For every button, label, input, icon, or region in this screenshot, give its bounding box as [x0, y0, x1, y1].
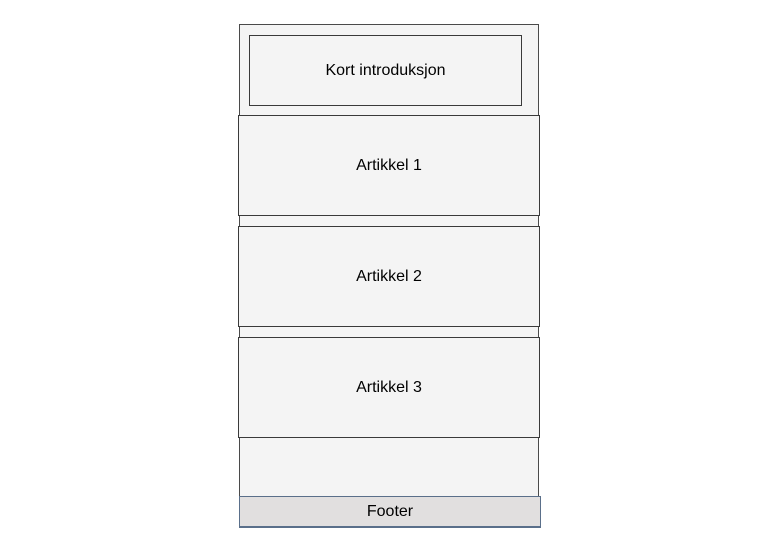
footer-box: Footer: [239, 496, 541, 528]
intro-label: Kort introduksjon: [325, 61, 446, 79]
article-label-3: Artikkel 3: [356, 378, 422, 396]
footer-label: Footer: [366, 502, 414, 520]
article-label-1: Artikkel 1: [356, 156, 422, 174]
article-label-2: Artikkel 2: [356, 267, 422, 285]
article-box-1: Artikkel 1: [238, 115, 540, 216]
article-box-3: Artikkel 3: [238, 337, 540, 438]
intro-box: Kort introduksjon: [249, 35, 522, 106]
article-box-2: Artikkel 2: [238, 226, 540, 327]
